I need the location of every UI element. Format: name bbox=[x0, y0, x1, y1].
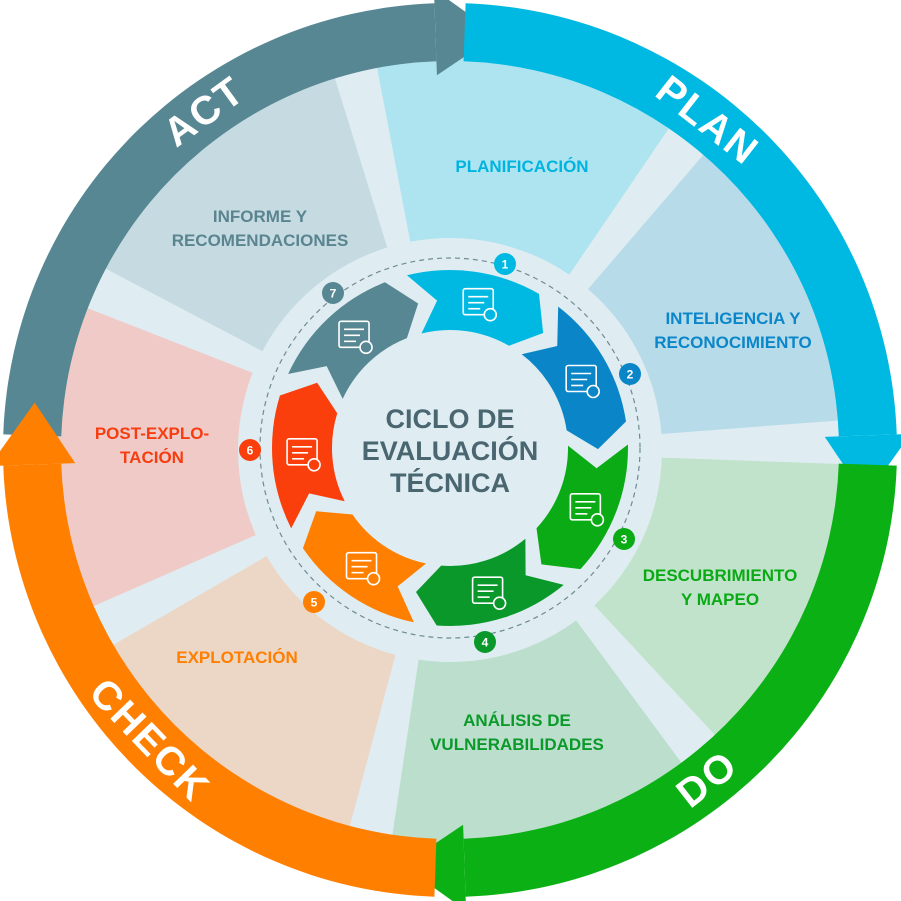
step-badge-number: 2 bbox=[627, 368, 634, 382]
step-badge-4: 4 bbox=[474, 631, 496, 653]
step-badge-number: 4 bbox=[482, 636, 489, 650]
step-badge-number: 3 bbox=[621, 533, 628, 547]
sector-label-2-line-2: RECONOCIMIENTO bbox=[654, 333, 811, 352]
sector-label-7-line-1: INFORME Y bbox=[213, 207, 308, 226]
step-segment-1 bbox=[406, 270, 544, 346]
phase-arc-check bbox=[3, 463, 437, 897]
monitor-network-icon bbox=[286, 437, 321, 472]
step-segment-2 bbox=[521, 306, 627, 450]
step-badge-3: 3 bbox=[613, 528, 635, 550]
step-badge-5: 5 bbox=[303, 591, 325, 613]
document-shield-icon bbox=[338, 320, 373, 355]
step-badge-number: 1 bbox=[502, 258, 509, 272]
sector-label-6-line-2: TACIÓN bbox=[120, 448, 184, 467]
phase-arc-act bbox=[3, 3, 437, 437]
phase-arrowhead-check bbox=[0, 402, 76, 466]
process-gear-icon bbox=[345, 551, 381, 586]
step-badges: 1 2 3 4 5 6 7 bbox=[239, 253, 641, 653]
sector-label-6-line-1: POST-EXPLO- bbox=[95, 424, 209, 443]
center-disc bbox=[335, 333, 565, 563]
sector-label-7-line-2: RECOMENDACIONES bbox=[172, 231, 349, 250]
sector-labels: PLANIFICACIÓN INTELIGENCIA Y RECONOCIMIENT… bbox=[95, 157, 812, 754]
step-segments bbox=[272, 270, 628, 626]
sector-tile-3 bbox=[594, 457, 848, 742]
calendar-clock-icon bbox=[462, 287, 498, 322]
sector-tile-7 bbox=[97, 69, 388, 352]
step-badge-number: 7 bbox=[330, 287, 337, 301]
phase-arc-do bbox=[463, 463, 897, 897]
sector-label-4-line-1: ANÁLISIS DE bbox=[463, 711, 571, 730]
analytics-search-icon bbox=[471, 576, 507, 610]
sector-label-1-line-1: PLANIFICACIÓN bbox=[455, 157, 588, 176]
sector-label-5-line-1: EXPLOTACIÓN bbox=[176, 648, 298, 667]
step-segment-4 bbox=[415, 538, 564, 626]
step-segment-3 bbox=[536, 444, 628, 570]
step-badge-6: 6 bbox=[239, 439, 261, 461]
center-title-line-2: EVALUACIÓN bbox=[362, 435, 539, 466]
phase-arc-plan bbox=[463, 3, 897, 437]
sector-label-4-line-2: VULNERABILIDADES bbox=[430, 735, 604, 754]
step-badge-7: 7 bbox=[322, 282, 344, 304]
sector-tile-4 bbox=[391, 620, 687, 848]
step-badge-1: 1 bbox=[494, 253, 516, 275]
sector-tiles bbox=[52, 52, 848, 848]
sector-tile-5 bbox=[105, 556, 396, 835]
sector-tile-2 bbox=[588, 147, 847, 434]
center-title-line-1: CICLO DE bbox=[385, 404, 514, 434]
eye-scan-icon bbox=[569, 493, 605, 527]
sector-label-2-line-1: INTELIGENCIA Y bbox=[665, 309, 801, 328]
sector-tile-6 bbox=[52, 304, 256, 610]
step-badge-2: 2 bbox=[619, 363, 641, 385]
center-title-line-3: TÉCNICA bbox=[390, 467, 510, 498]
documents-merge-icon bbox=[565, 364, 600, 399]
step-segment-6 bbox=[272, 382, 345, 529]
sector-label-3-line-1: DESCUBRIMIENTO bbox=[643, 566, 798, 585]
sector-label-3-line-2: Y MAPEO bbox=[681, 590, 759, 609]
step-badge-number: 5 bbox=[311, 596, 318, 610]
step-badge-number: 6 bbox=[247, 444, 254, 458]
sector-tile-1 bbox=[375, 52, 674, 275]
